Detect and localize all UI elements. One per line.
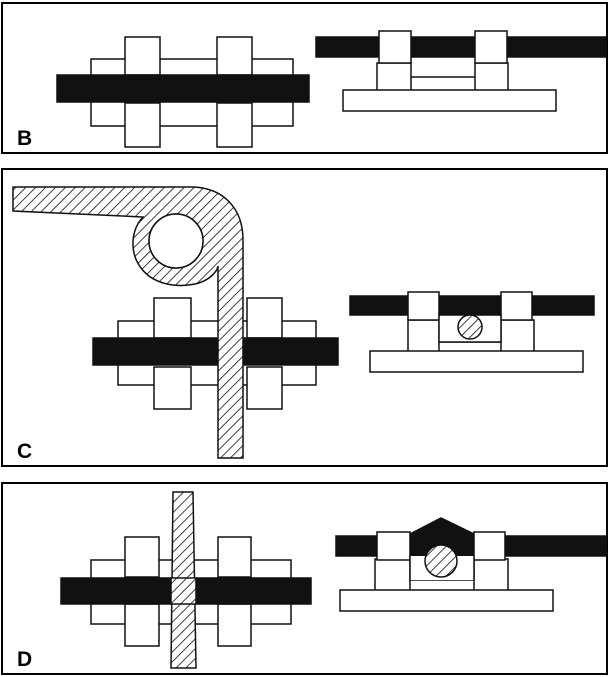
panel-d-drawing	[60, 491, 607, 669]
strap-curl	[12, 186, 244, 459]
panel-b: B	[1, 2, 608, 154]
rod	[56, 74, 310, 103]
clamp-block-top-right	[246, 297, 283, 339]
plan-view	[60, 491, 312, 669]
rod-side	[349, 295, 595, 316]
panel-b-drawing	[56, 30, 607, 148]
panel-label: D	[17, 648, 33, 671]
panel-d: D	[1, 482, 608, 675]
panel-c-drawing	[12, 186, 595, 459]
clamp-block-side-right	[474, 30, 508, 64]
panel-c: C	[1, 168, 608, 467]
panel-label: B	[17, 127, 33, 150]
clamp-block-side-left	[407, 291, 440, 321]
strap-loop-hole	[148, 213, 204, 269]
clamp-block-side-left	[376, 531, 411, 561]
clamp-block-bottom-left	[124, 102, 161, 148]
clamp-block-top-right	[217, 536, 252, 578]
clamp-block-bottom-right	[216, 102, 253, 148]
clamp-block-top-left	[153, 297, 192, 339]
rod-side	[315, 36, 607, 58]
clamp-block-bottom-left	[153, 366, 192, 410]
clamp-block-bottom-right	[246, 366, 283, 410]
strap-section	[424, 544, 458, 578]
clamp-block-side-left	[378, 30, 412, 64]
side-view	[315, 30, 607, 112]
panel-label: C	[17, 440, 33, 463]
base-profile	[342, 62, 557, 112]
strap-section	[457, 314, 483, 340]
clamp-block-bottom-right	[217, 603, 252, 647]
side-view	[335, 517, 607, 612]
plan-view	[56, 36, 310, 148]
rod	[92, 337, 339, 366]
clamp-block-side-right	[500, 291, 533, 321]
rod-over-strap	[170, 577, 197, 605]
clamp-block-bottom-left	[124, 603, 160, 647]
plan-view	[12, 186, 339, 459]
clamp-block-top-left	[124, 36, 161, 76]
clamp-block-top-right	[216, 36, 253, 76]
clamp-block-top-left	[124, 536, 160, 578]
clamp-block-side-right	[473, 531, 506, 561]
side-view	[349, 291, 595, 373]
